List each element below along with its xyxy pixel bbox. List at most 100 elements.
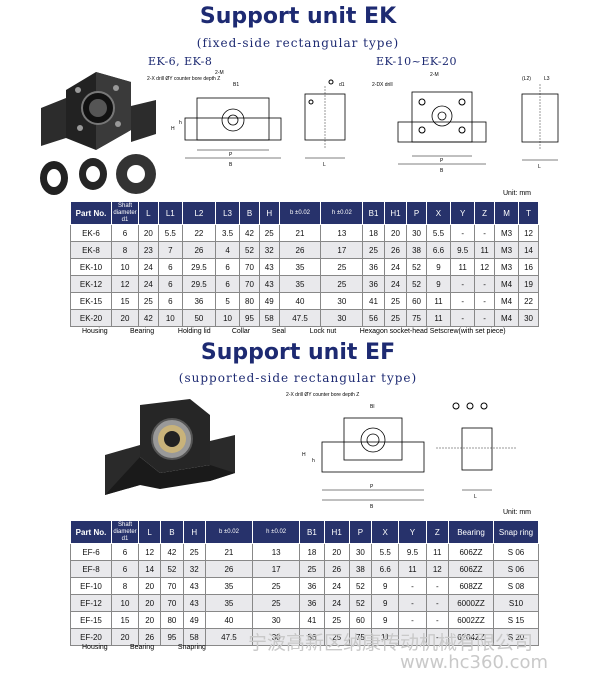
ek-table-cell: 9 — [425, 275, 452, 293]
ek-col-header: H1 — [383, 201, 408, 225]
ek-table-cell: 12 — [111, 275, 139, 293]
ek-table-cell: 30 — [406, 224, 427, 242]
ef-table-cell: - — [398, 611, 427, 629]
ef-table-cell: EF-8 — [70, 560, 112, 578]
ek-table-cell: - — [474, 292, 495, 310]
ek-table-cell: 11 — [425, 292, 452, 310]
ef-table-cell: 80 — [160, 611, 184, 629]
ek-footer-item: Collar — [231, 328, 251, 335]
ef-table-cell: 60 — [348, 611, 373, 629]
ek-col-header: M — [493, 201, 520, 225]
ek-table-cell: 6 — [157, 275, 183, 293]
ek-table-cell: 42 — [239, 224, 260, 242]
ef-table-cell: 13 — [252, 543, 301, 561]
ek-table-cell: M3 — [493, 224, 520, 242]
ek-table-cell: 10 — [157, 309, 183, 327]
ef-table-cell: 17 — [252, 560, 301, 578]
svg-text:L3: L3 — [544, 76, 550, 82]
ek-table-cell: 70 — [239, 275, 260, 293]
ek-col-header: B1 — [362, 201, 385, 225]
svg-text:2-M: 2-M — [215, 70, 224, 76]
ek-table-cell: 11 — [425, 309, 452, 327]
ek-table-cell: 35 — [278, 258, 322, 276]
ek-label-small: EK-6, EK-8 — [148, 55, 213, 68]
ef-col-header: Part No. — [70, 520, 112, 544]
ek-col-header: Y — [450, 201, 476, 225]
ef-table-cell: 52 — [348, 577, 373, 595]
ef-table-cell: 25 — [323, 628, 350, 646]
ef-table-cell: 6 — [111, 543, 139, 561]
ek-table-cell: M3 — [493, 258, 520, 276]
ef-table-cell: 25 — [252, 594, 301, 612]
svg-text:B: B — [370, 504, 374, 510]
ek-table-cell: 25 — [383, 292, 408, 310]
svg-text:P: P — [440, 158, 444, 164]
ef-table-cell: 56 — [299, 628, 325, 646]
ek-footer-item: Housing — [82, 328, 108, 335]
ek-table-cell: 20 — [138, 224, 159, 242]
ek-table-cell: 36 — [362, 275, 385, 293]
ek-table-cell: 13 — [320, 224, 364, 242]
ef-table-cell: - — [425, 611, 450, 629]
ef-table-cell: 25 — [252, 577, 301, 595]
ef-col-header: H — [182, 520, 206, 544]
ek-table-cell: 6 — [111, 224, 139, 242]
ek-table-cell: 5.5 — [157, 224, 183, 242]
ek-col-header: b ±0.02 — [278, 201, 322, 225]
ef-table-cell: 52 — [348, 594, 373, 612]
ek-table-cell: 30 — [518, 309, 539, 327]
ef-table-cell: 26 — [137, 628, 162, 646]
ef-subtitle: (supported-side rectangular type) — [178, 371, 418, 385]
ek-table-cell: 24 — [383, 258, 408, 276]
ek-table-cell: 36 — [181, 292, 216, 310]
ef-table-cell: 36 — [299, 577, 325, 595]
ef-col-header: Bearing — [448, 520, 494, 544]
svg-text:L: L — [474, 494, 477, 500]
ef-table-cell: - — [398, 577, 427, 595]
ek-table-cell: 16 — [518, 258, 539, 276]
ek-table-cell: 12 — [518, 224, 539, 242]
ek-table-cell: 56 — [362, 309, 385, 327]
ek-table-cell: 43 — [258, 275, 280, 293]
ek-table-cell: 24 — [383, 275, 408, 293]
ef-col-header: P — [348, 520, 373, 544]
ek-table-cell: M4 — [493, 292, 520, 310]
ek-small-drawing: 2-X drill ØY counter bore depth Z 2-MB1 … — [147, 70, 346, 168]
ef-table-cell: EF-12 — [70, 594, 112, 612]
ef-table-cell: 30 — [252, 611, 301, 629]
svg-text:2-DX drill: 2-DX drill — [372, 82, 393, 88]
ef-table-cell: 24 — [323, 594, 350, 612]
ek-table-cell: 14 — [518, 241, 539, 259]
ek-product-photo — [40, 72, 156, 195]
ek-table-cell: 36 — [362, 258, 385, 276]
ek-table-cell: 11 — [474, 241, 495, 259]
watermark-site: www.hc360.com — [400, 652, 549, 673]
ek-table-cell: 29.5 — [181, 275, 216, 293]
ef-table-cell: - — [425, 628, 450, 646]
svg-text:h: h — [179, 120, 182, 126]
ef-table-cell: 606ZZ — [448, 560, 494, 578]
ek-col-header: Z — [474, 201, 495, 225]
ek-table-cell: EK-10 — [70, 258, 112, 276]
ef-table-cell: 32 — [182, 560, 206, 578]
ef-table-cell: 38 — [348, 560, 373, 578]
ef-col-header: H1 — [323, 520, 350, 544]
ek-table-cell: 75 — [406, 309, 427, 327]
svg-text:d1: d1 — [339, 82, 345, 88]
ek-table-cell: 19 — [518, 275, 539, 293]
ef-table-cell: 15 — [111, 611, 139, 629]
ef-col-header: Y — [398, 520, 427, 544]
svg-text:2-M: 2-M — [430, 72, 439, 78]
ef-table-cell: 58 — [182, 628, 206, 646]
ef-col-header: Z — [425, 520, 450, 544]
ek-subtitle: (fixed-side rectangular type) — [196, 36, 400, 50]
ef-table-cell: 70 — [160, 594, 184, 612]
ek-table-cell: 22 — [518, 292, 539, 310]
ef-table-cell: 608ZZ — [448, 577, 494, 595]
ek-table-cell: 15 — [111, 292, 139, 310]
ek-table-cell: 29.5 — [181, 258, 216, 276]
ek-table-cell: 6 — [214, 258, 241, 276]
